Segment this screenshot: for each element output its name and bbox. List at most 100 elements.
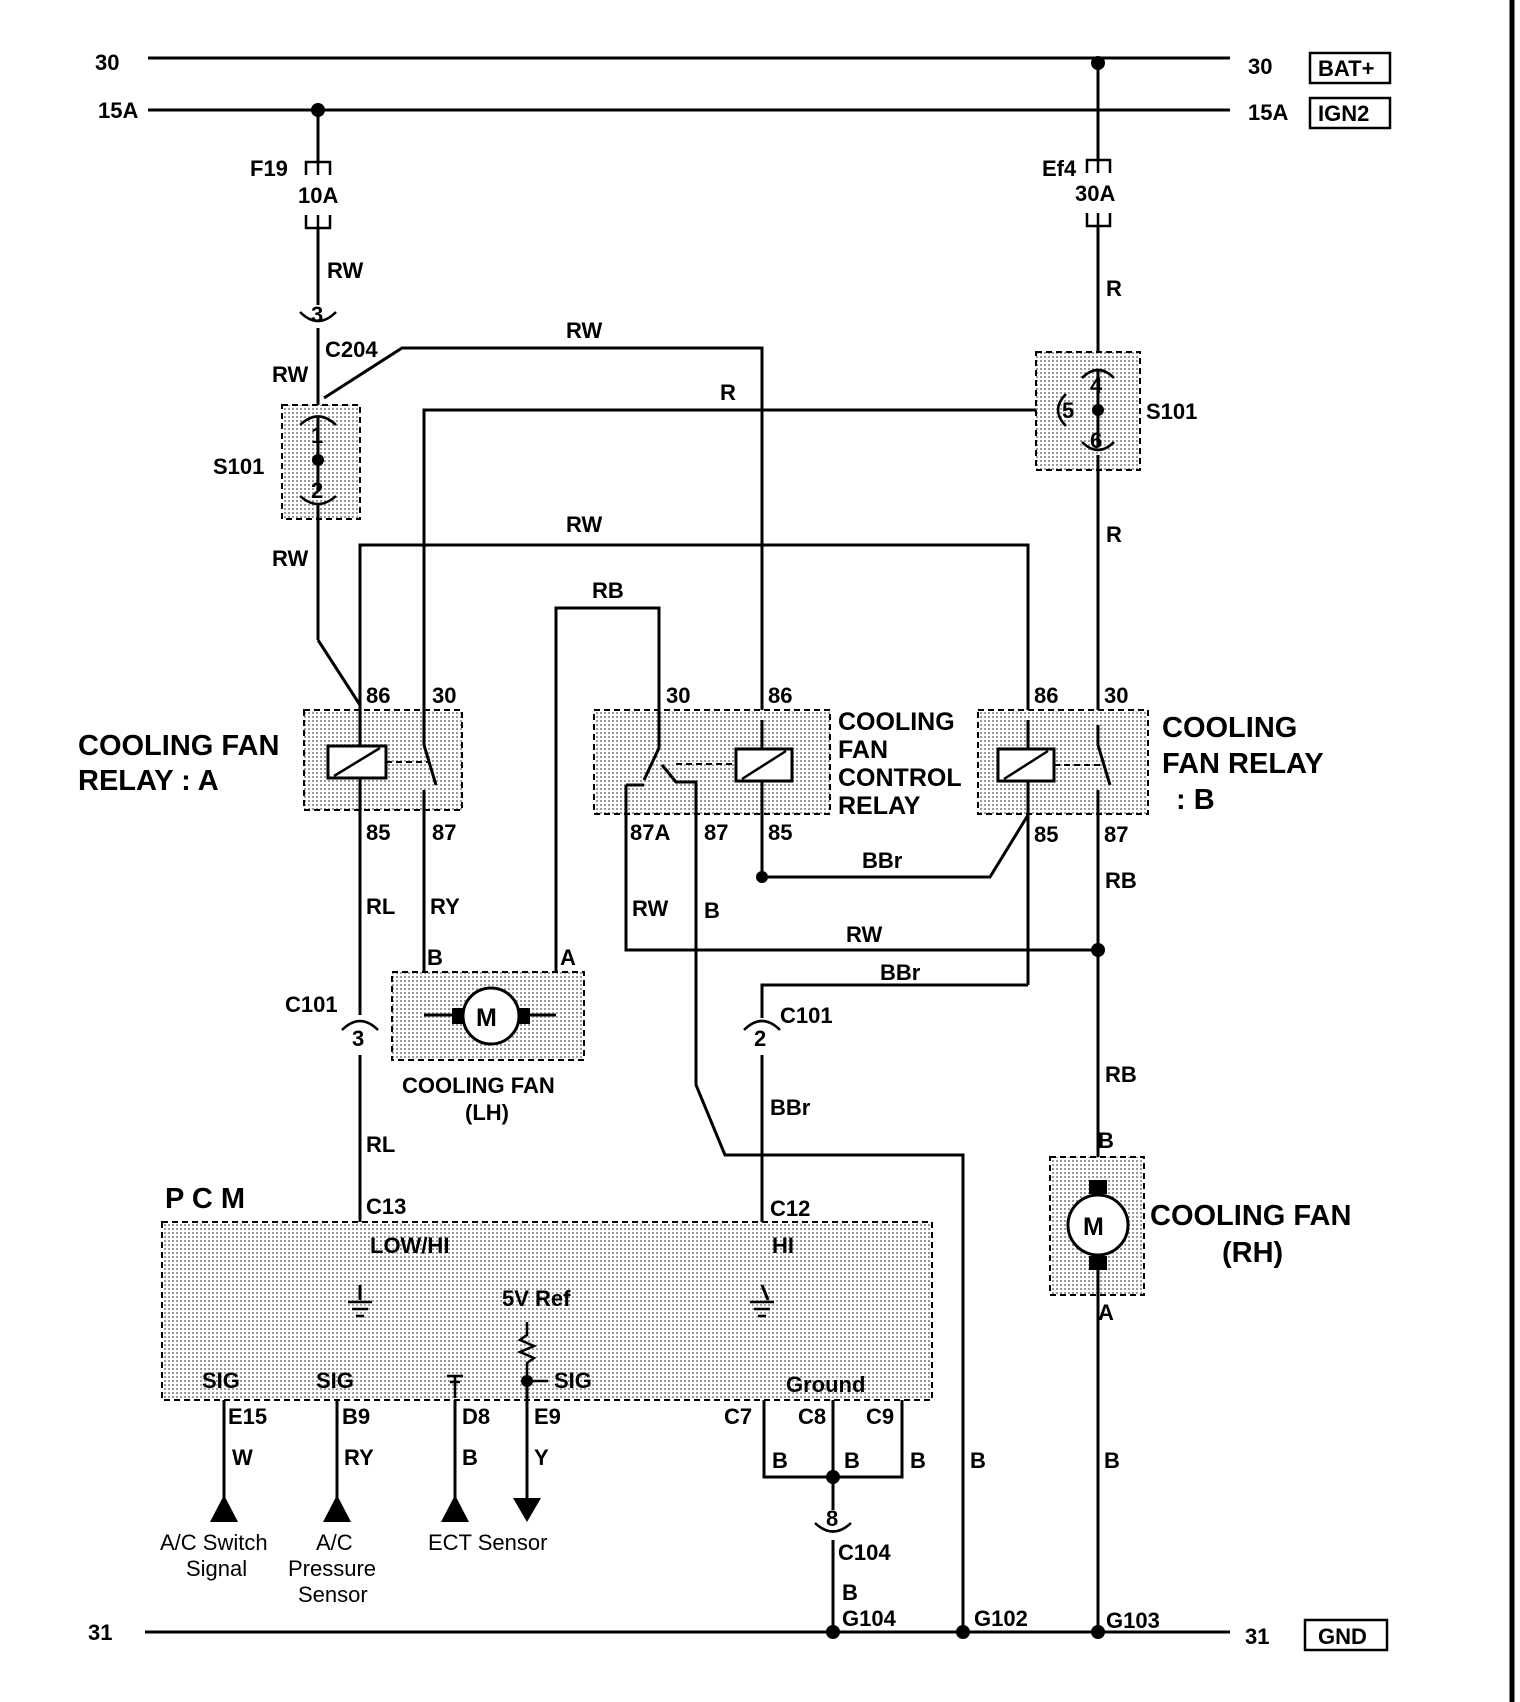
- c101-right-name: C101: [780, 1003, 833, 1028]
- fan-rh-term-a: A: [1098, 1300, 1114, 1325]
- fan-rh-motor-symbol: M: [1083, 1213, 1104, 1241]
- splice-s101-right: 4 5 6 S101: [1035, 351, 1197, 471]
- fan-rh-label-line2: (RH): [1222, 1237, 1283, 1269]
- input-ac-pressure-line3: Sensor: [298, 1582, 368, 1607]
- gnd-rail: 31 31 GND: [88, 1618, 1389, 1652]
- wire-label: RW: [632, 896, 668, 921]
- wire-label: RL: [366, 1132, 395, 1157]
- c101-left-pin: 3: [352, 1026, 364, 1051]
- pcm-pin-e15: E15: [228, 1404, 267, 1429]
- ground-g102-label: G102: [974, 1606, 1028, 1631]
- control-relay-label-line4: RELAY: [838, 792, 921, 820]
- input-ac-pressure-line2: Pressure: [288, 1556, 376, 1581]
- pcm-pin-c9: C9: [866, 1404, 894, 1429]
- relay-a-pin-86: 86: [366, 683, 390, 708]
- pcm-sig-e15: SIG: [202, 1368, 240, 1393]
- cooling-fan-lh: M B A COOLING FAN (LH): [391, 945, 585, 1125]
- wire-label: BBr: [862, 848, 903, 873]
- fan-lh-term-a: A: [560, 945, 576, 970]
- junction-dot: [1091, 943, 1105, 957]
- splice-s101-left: 1 2 S101: [213, 404, 361, 520]
- relay-a-pin-85: 85: [366, 820, 390, 845]
- bat-tag: BAT+: [1318, 56, 1374, 81]
- cooling-fan-rh: M B A COOLING FAN (RH): [1049, 1128, 1351, 1632]
- control-relay-label-line3: CONTROL: [838, 764, 962, 792]
- fan-lh-label-line1: COOLING FAN: [402, 1073, 555, 1098]
- fan-lh-term-b: B: [427, 945, 443, 970]
- ground-g102: [956, 1625, 970, 1639]
- wire-label: B: [704, 898, 720, 923]
- wire-label: RB: [1105, 868, 1137, 893]
- wire-label: B: [1104, 1448, 1120, 1473]
- ground-g103: [1091, 1625, 1105, 1639]
- relay-b-label-line2: FAN RELAY: [1162, 748, 1324, 780]
- s101-right-pin-top: 4: [1090, 373, 1103, 398]
- wire-label: RL: [366, 894, 395, 919]
- input-ac-switch: A/C Switch Signal: [160, 1530, 268, 1581]
- pcm-pin-d8: D8: [462, 1404, 490, 1429]
- wire-label: R: [1106, 522, 1122, 547]
- wire-label: BBr: [880, 960, 921, 985]
- pcm-title: P C M: [165, 1183, 245, 1215]
- s101-left-name: S101: [213, 454, 264, 479]
- pcm-c13: C13: [366, 1194, 406, 1219]
- wire-label: RW: [327, 258, 363, 283]
- s101-left-pin-bottom: 2: [311, 478, 323, 503]
- connector-c101-left: 3 C101: [285, 992, 379, 1051]
- pcm-sig-b9: SIG: [316, 1368, 354, 1393]
- wire-label: RY: [344, 1445, 374, 1470]
- wire-label: BBr: [770, 1095, 811, 1120]
- bat-rail-right-label: 30: [1248, 54, 1272, 79]
- fuse-ef4-name: Ef4: [1042, 156, 1077, 181]
- pcm-pin-e9: E9: [534, 1404, 561, 1429]
- gnd-tag: GND: [1318, 1624, 1367, 1649]
- control-relay-pin-85: 85: [768, 820, 792, 845]
- relay-b-pin-87: 87: [1104, 822, 1128, 847]
- cooling-fan-relay-a: 86 30 85 87 COOLING FAN RELAY : A: [78, 683, 463, 845]
- ign-tag: IGN2: [1318, 101, 1369, 126]
- relay-b-pin-30: 30: [1104, 683, 1128, 708]
- input-ac-pressure: A/C Pressure Sensor: [288, 1530, 376, 1607]
- c104-pin: 8: [826, 1506, 838, 1531]
- s101-right-pin-left: 5: [1062, 398, 1074, 423]
- relay-b-pin-85: 85: [1034, 822, 1058, 847]
- bat-rail: 30 30 BAT+: [95, 50, 1392, 85]
- control-relay-pin-87: 87: [704, 820, 728, 845]
- s101-right-name: S101: [1146, 399, 1197, 424]
- cooling-fan-control-relay: RB 30 86 87A 87 85 COOLING FAN CONTROL R…: [554, 578, 1098, 1632]
- c101-right-pin: 2: [754, 1026, 766, 1051]
- wire-label: W: [232, 1445, 253, 1470]
- gnd-rail-right-label: 31: [1245, 1624, 1269, 1649]
- wire-label: RB: [592, 578, 624, 603]
- wire-label: RW: [566, 512, 602, 537]
- wire-label: B: [772, 1448, 788, 1473]
- pcm-module: P C M C13 C12 LOW/HI HI 5V Ref SIG SIG S…: [161, 1183, 933, 1401]
- wire-label: B: [842, 1580, 858, 1605]
- gnd-rail-left-label: 31: [88, 1620, 112, 1645]
- control-relay-pin-87a: 87A: [630, 820, 670, 845]
- pcm-pin-c7: C7: [724, 1404, 752, 1429]
- relay-b-label-line1: COOLING: [1162, 712, 1297, 744]
- wire-label: RW: [846, 922, 882, 947]
- wire-label: RW: [272, 362, 308, 387]
- pcm-pin-c8: C8: [798, 1404, 826, 1429]
- wire-label: B: [462, 1445, 478, 1470]
- connector-c204: 3 C204: [299, 302, 378, 362]
- relay-a-pin-30: 30: [432, 683, 456, 708]
- wire-label: R: [1106, 276, 1122, 301]
- fuse-f19-rating: 10A: [298, 183, 338, 208]
- junction-dot: [826, 1470, 840, 1484]
- connector-c101-right: 2 C101: [743, 1003, 833, 1051]
- fan-lh-label-line2: (LH): [465, 1100, 509, 1125]
- c204-name: C204: [325, 337, 378, 362]
- wire-label: RY: [430, 894, 460, 919]
- pcm-ground: Ground: [786, 1372, 865, 1397]
- control-relay-pin-86: 86: [768, 683, 792, 708]
- wire-label: B: [910, 1448, 926, 1473]
- fan-lh-motor-symbol: M: [476, 1004, 497, 1032]
- fan-rh-term-b: B: [1098, 1128, 1114, 1153]
- relay-a-pin-87: 87: [432, 820, 456, 845]
- relay-b-label-line3: : B: [1176, 784, 1215, 816]
- control-relay-label-line2: FAN: [838, 736, 888, 764]
